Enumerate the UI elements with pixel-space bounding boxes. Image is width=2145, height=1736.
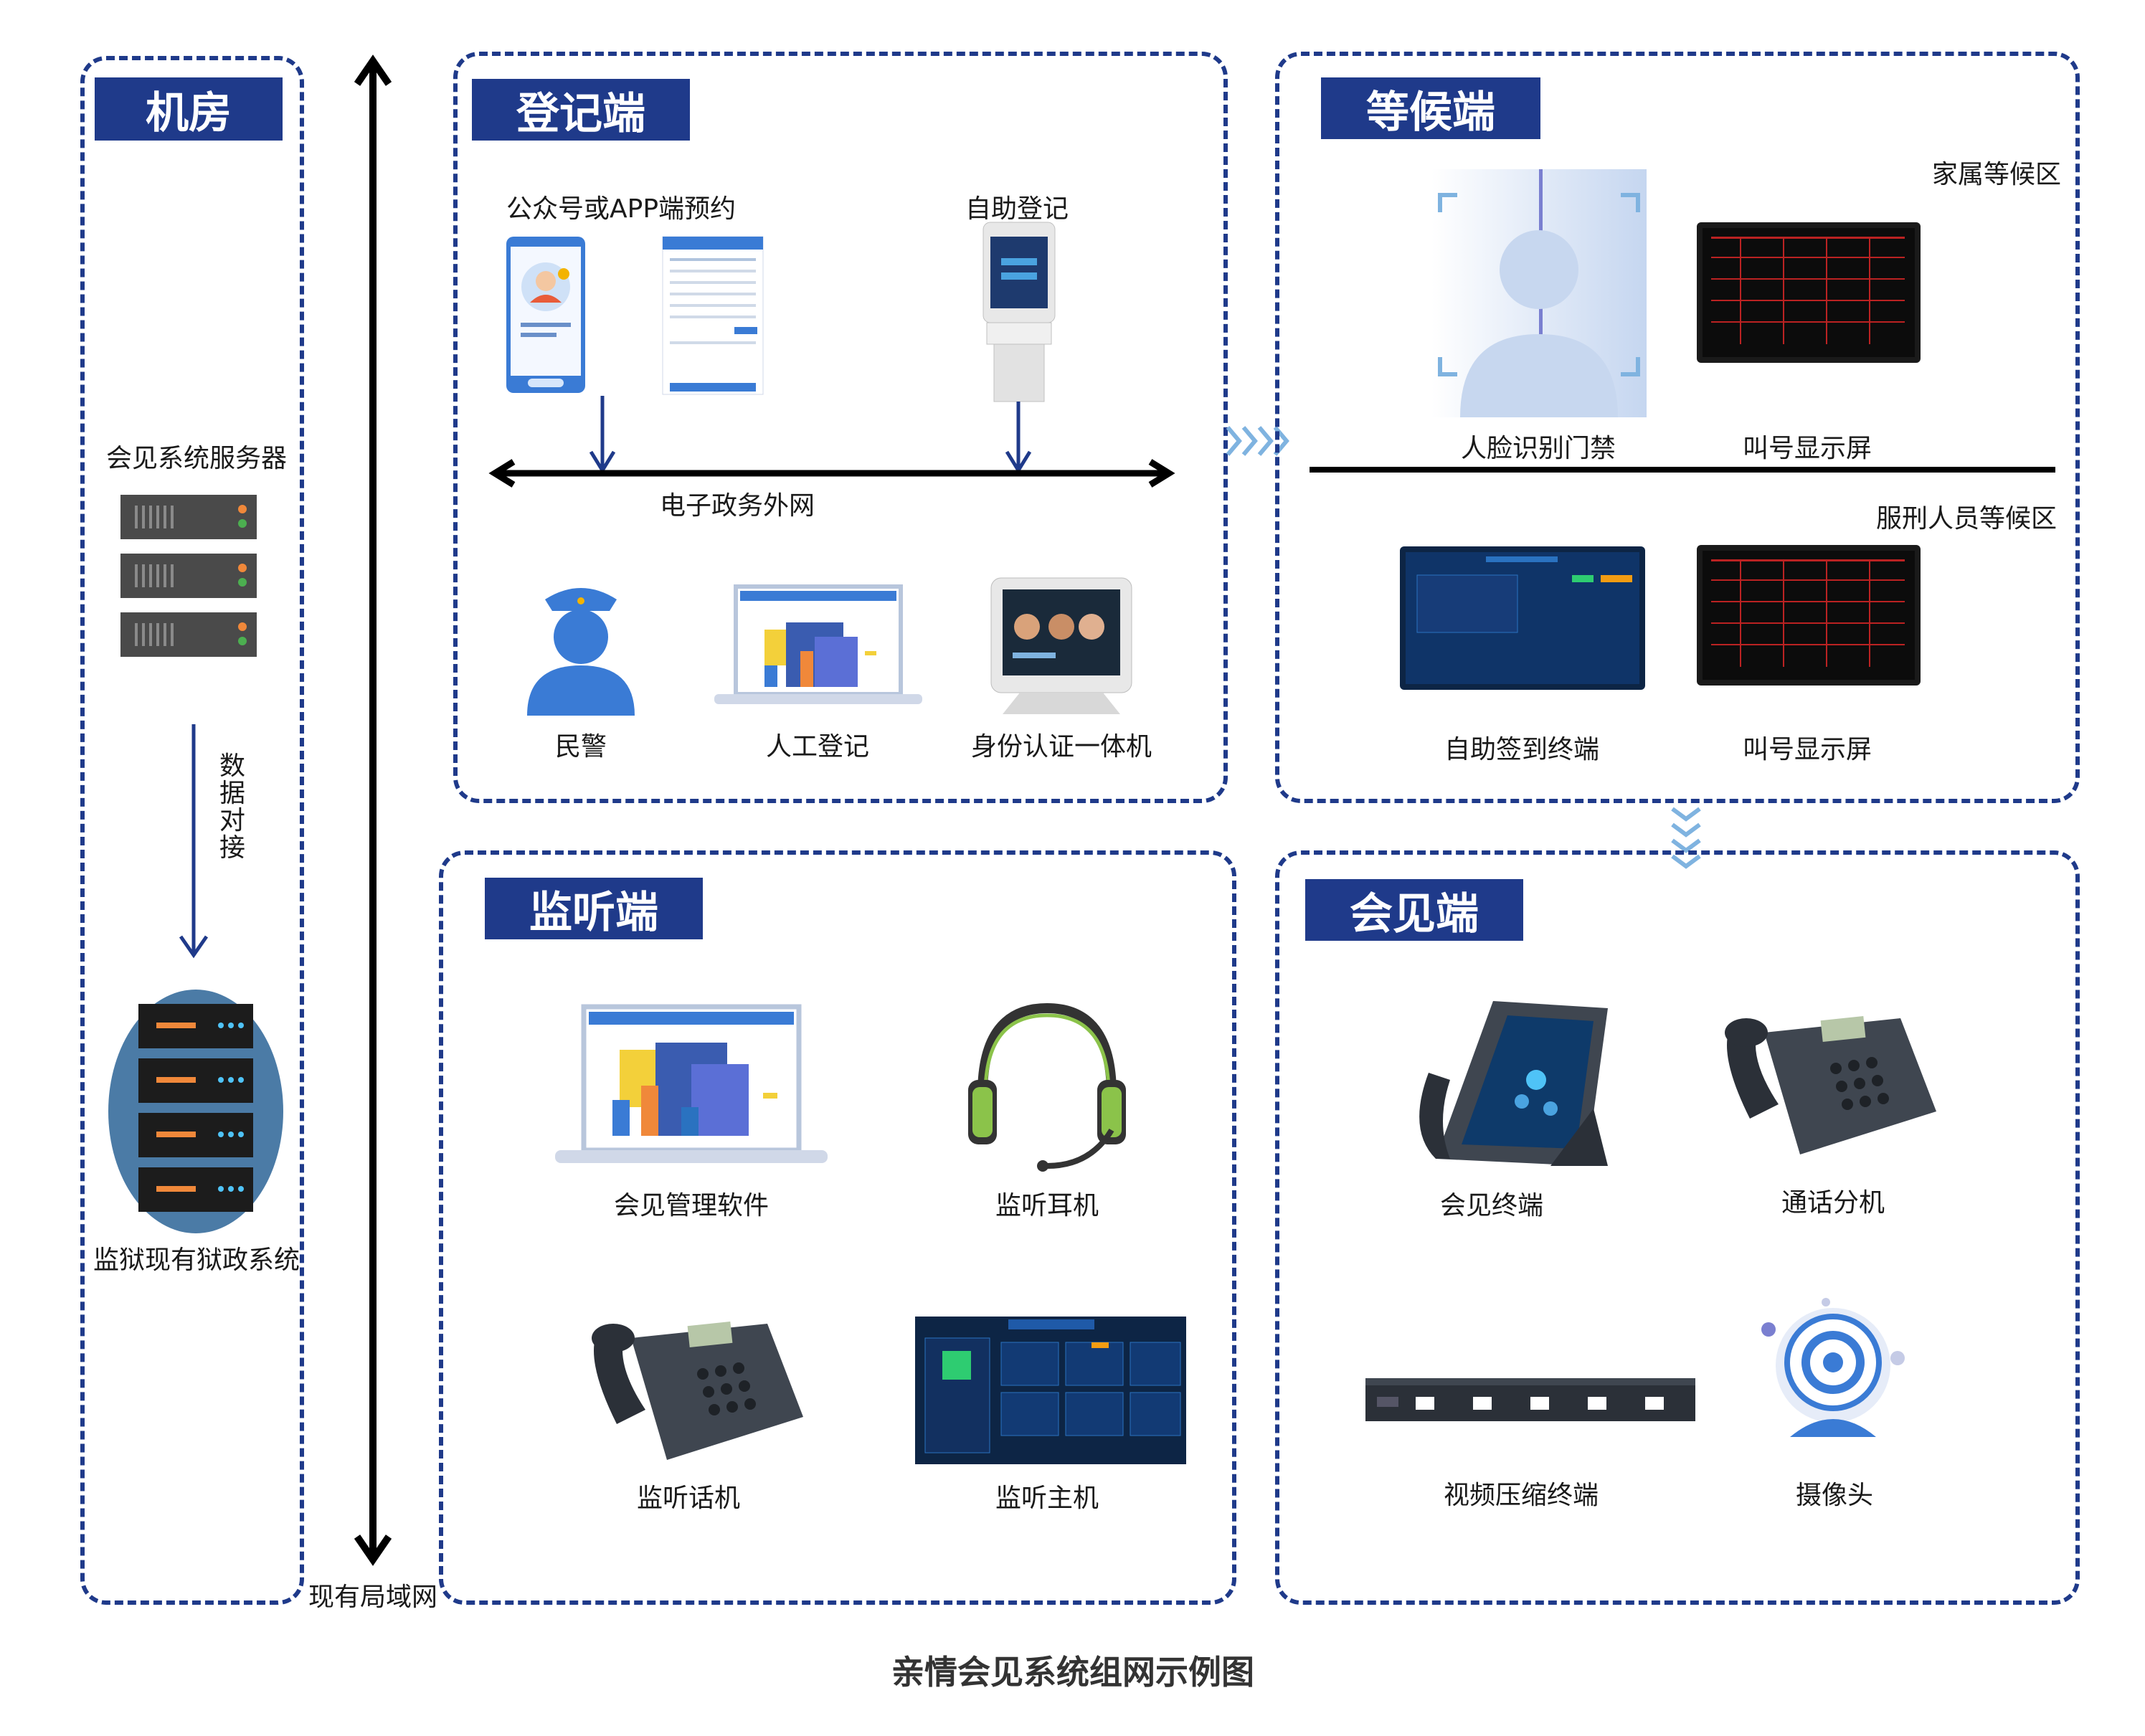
- server-label: 会见系统服务器: [105, 444, 287, 473]
- monitoring-host-screen-icon: [915, 1317, 1186, 1464]
- police-label: 民警: [554, 732, 607, 762]
- video-encoder-label: 视频压缩终端: [1443, 1481, 1599, 1510]
- registration-box: [453, 52, 1228, 803]
- monitoring-host-label: 监听主机: [995, 1484, 1099, 1513]
- app-booking-label: 公众号或APP端预约: [506, 194, 737, 224]
- family-area-label: 家属等候区: [1932, 160, 2062, 189]
- call-display-2-icon: [1697, 545, 1921, 686]
- manual-registration-laptop-icon: [714, 584, 922, 704]
- inmate-area-label: 服刑人员等候区: [1876, 504, 2058, 533]
- machine-room-title: 机房: [95, 77, 283, 141]
- lan-label: 现有局域网: [308, 1583, 438, 1612]
- data-link-arrow: [179, 724, 209, 959]
- id-machine-label: 身份认证一体机: [970, 732, 1152, 762]
- management-software-laptop-icon: [555, 1004, 828, 1163]
- call-display-1-icon: [1697, 222, 1921, 363]
- gov-network-arrow: [488, 459, 1175, 488]
- monitoring-headset-icon: [968, 1002, 1126, 1172]
- waiting-area-divider: [1310, 467, 2055, 473]
- waiting-title: 等候端: [1321, 77, 1540, 139]
- face-recognition-label: 人脸识别门禁: [1460, 434, 1616, 463]
- existing-system-label: 监狱现有狱政系统: [93, 1246, 300, 1275]
- police-icon: [527, 588, 635, 716]
- data-link-label: 数 据 对 接: [219, 751, 246, 863]
- registration-title: 登记端: [472, 79, 690, 141]
- monitoring-box: [439, 850, 1236, 1605]
- self-service-kiosk-icon: [982, 222, 1056, 402]
- meeting-box: [1275, 850, 2080, 1605]
- extension-phone-label: 通话分机: [1781, 1188, 1885, 1218]
- server-rack-icon: [120, 495, 257, 657]
- meeting-title: 会见端: [1305, 879, 1523, 941]
- lan-arrow: [354, 54, 392, 1566]
- call-display-1-label: 叫号显示屏: [1742, 434, 1872, 463]
- footer-title: 亲情会见系统组网示例图: [891, 1653, 1254, 1692]
- self-checkin-terminal-icon: [1400, 546, 1645, 690]
- video-encoder-icon: [1365, 1378, 1695, 1421]
- machine-room-box: [80, 56, 304, 1605]
- extension-phone-icon: [1725, 1015, 1936, 1154]
- mobile-app-icon: [506, 237, 585, 393]
- call-display-2-label: 叫号显示屏: [1742, 735, 1872, 764]
- meeting-terminal-icon: [1419, 1001, 1608, 1166]
- headset-label: 监听耳机: [995, 1191, 1099, 1220]
- prison-system-server-icon: [108, 990, 283, 1233]
- id-verification-machine-icon: [990, 577, 1132, 714]
- face-recognition-icon: [1431, 169, 1647, 417]
- management-software-label: 会见管理软件: [613, 1191, 769, 1220]
- monitoring-title: 监听端: [485, 878, 703, 939]
- kiosk-label: 自助登记: [965, 194, 1069, 224]
- monitoring-phone-label: 监听话机: [636, 1484, 740, 1513]
- camera-label: 摄像头: [1795, 1481, 1873, 1510]
- meeting-terminal-label: 会见终端: [1439, 1191, 1543, 1220]
- booking-form-icon: [662, 236, 764, 395]
- manual-registration-label: 人工登记: [765, 732, 869, 762]
- waiting-box: [1275, 52, 2080, 803]
- monitoring-phone-icon: [592, 1321, 803, 1460]
- camera-icon: [1761, 1298, 1905, 1437]
- self-checkin-label: 自助签到终端: [1444, 735, 1599, 764]
- gov-network-label: 电子政务外网: [660, 491, 815, 521]
